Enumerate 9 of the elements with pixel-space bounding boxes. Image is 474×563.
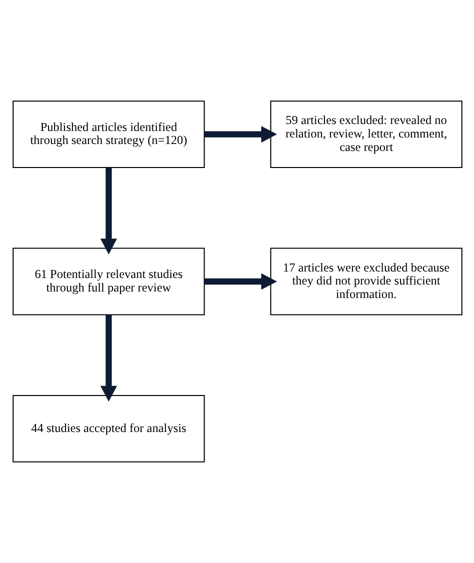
node-box: 17 articles were excluded because they did not provide sufficient information. [270, 248, 462, 316]
node-box: Published articles identified through search strategy (n=120) [12, 100, 204, 168]
arrow [100, 314, 116, 402]
node-box: 59 articles excluded: revealed no relation, review, letter, comment, case report [270, 100, 462, 168]
arrow [204, 126, 277, 143]
node-box: 44 studies accepted for analysis [12, 394, 204, 462]
arrow [204, 273, 277, 290]
node-box: 61 Potentially relevant studies through full paper review [12, 248, 204, 316]
arrow [100, 168, 116, 254]
